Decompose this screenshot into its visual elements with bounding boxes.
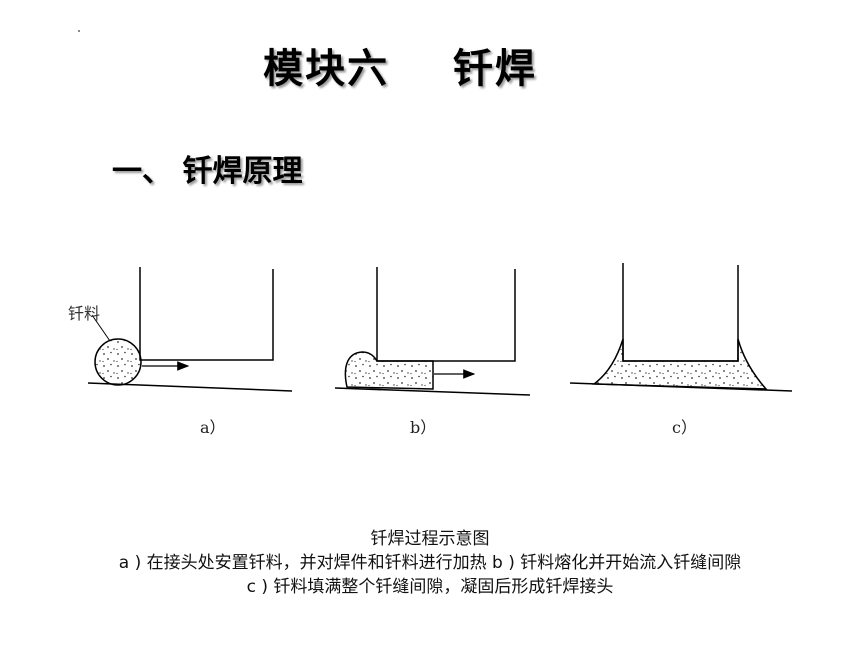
panel-a-diagram bbox=[87, 267, 293, 392]
molten-filler-b bbox=[344, 351, 434, 390]
upper-part-b bbox=[376, 267, 516, 362]
filled-joint-c bbox=[591, 338, 768, 390]
panel-label-b: b） bbox=[410, 418, 437, 437]
panel-b-diagram bbox=[334, 267, 531, 396]
base-plate-b bbox=[334, 387, 531, 396]
caption-title: 钎焊过程示意图 bbox=[370, 529, 490, 549]
figure-caption: 钎焊过程示意图 a ) 在接头处安置钎料，并对焊件和钎料进行加热 b ) 钎料熔… bbox=[0, 527, 860, 599]
filler-label-leader bbox=[91, 314, 111, 342]
brazing-process-diagram bbox=[87, 263, 793, 396]
section-heading: 一、 钎焊原理 bbox=[112, 154, 303, 189]
upper-part-a bbox=[139, 267, 274, 361]
caption-line-2: c ) 钎料填满整个钎缝间隙，凝固后形成钎焊接头 bbox=[246, 577, 614, 597]
panel-label-a: a） bbox=[200, 418, 226, 437]
slide-title: 模块六 钎焊 bbox=[263, 46, 537, 92]
stray-dot bbox=[78, 30, 80, 32]
panel-label-c: c） bbox=[672, 418, 697, 437]
filler-label: 钎料 bbox=[68, 304, 101, 323]
filler-ball-a bbox=[94, 338, 142, 386]
panel-c-diagram bbox=[569, 263, 793, 392]
caption-line-1: a ) 在接头处安置钎料，并对焊件和钎料进行加热 b ) 钎料熔化并开始流入钎缝… bbox=[118, 553, 742, 573]
upper-part-c bbox=[622, 263, 739, 362]
